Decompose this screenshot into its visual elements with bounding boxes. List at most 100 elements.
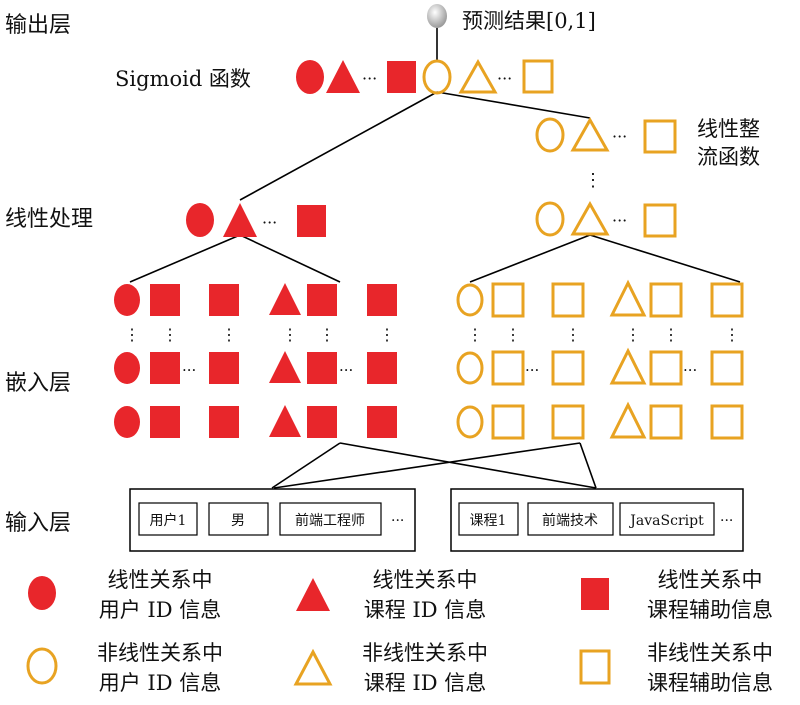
ellipsis: ···: [497, 69, 512, 88]
orange-square-node: [491, 282, 525, 318]
ellipsis: ···: [612, 127, 627, 146]
ellipsis: ···: [362, 69, 377, 88]
orange-circle-node: [535, 201, 565, 237]
orange-circle-node: [535, 117, 565, 153]
user-id-text: 用户1: [150, 512, 187, 529]
red-triangle-node: [269, 283, 301, 315]
prediction-label: 预测结果[0,1]: [462, 9, 596, 33]
course-input-group: 课程1 前端技术 JavaScript ···: [450, 488, 744, 552]
layer-label-embedding: 嵌入层: [5, 371, 71, 396]
sigmoid-label: Sigmoid 函数: [115, 67, 251, 91]
ellipsis: ···: [182, 361, 196, 379]
legend-text-line1: 非线性关系中: [647, 641, 773, 665]
red-circle-node: [296, 60, 324, 94]
legend-item-nonlinear-user: 非线性关系中 用户 ID 信息: [26, 641, 223, 695]
vertical-ellipsis: ⋮: [319, 325, 335, 344]
red-square-node: [209, 406, 239, 438]
orange-square-node: [649, 404, 683, 440]
red-square-node: [367, 352, 397, 384]
orange-square-node: [649, 282, 683, 318]
red-square-node: [367, 406, 397, 438]
connection-lines: [129, 28, 741, 489]
course-id-text: 课程1: [470, 513, 507, 529]
red-square-node: [307, 352, 337, 384]
course-more-text: ···: [720, 513, 733, 529]
orange-triangle-node: [609, 279, 647, 317]
legend-text-line2: 课程辅助信息: [647, 671, 773, 695]
orange-square-node: [551, 282, 585, 318]
red-circle-node: [114, 284, 140, 316]
red-triangle-node: [223, 203, 257, 237]
red-triangle-node: [269, 351, 301, 383]
user-job-text: 前端工程师: [295, 512, 365, 529]
red-square-node: [150, 352, 180, 384]
vertical-ellipsis: ⋮: [584, 170, 602, 191]
vertical-ellipsis: ⋮: [124, 325, 140, 344]
vertical-ellipsis: ⋮: [379, 325, 395, 344]
legend-item-nonlinear-course: 非线性关系中 课程 ID 信息: [293, 641, 488, 695]
red-square-node: [209, 284, 239, 316]
orange-circle-node: [456, 351, 484, 385]
user-input-group: 用户1 男 前端工程师 ···: [129, 488, 416, 552]
orange-circle-node: [456, 283, 484, 317]
red-square-node: [150, 406, 180, 438]
vertical-ellipsis: ⋮: [724, 325, 740, 344]
embedding-red-group: ······⋮⋮⋮⋮⋮⋮: [114, 283, 397, 438]
legend-text-line1: 非线性关系中: [362, 641, 488, 665]
embedding-orange-group: ······⋮⋮⋮⋮⋮⋮: [456, 279, 744, 440]
user-more-text: ···: [391, 513, 404, 529]
red-circle-node: [114, 352, 140, 384]
vertical-ellipsis: ⋮: [625, 325, 641, 344]
orange-square-node: [491, 350, 525, 386]
course-topic-text: 前端技术: [542, 512, 598, 529]
user-gender-text: 男: [231, 513, 245, 529]
vertical-ellipsis: ⋮: [467, 325, 483, 344]
orange-square-node: [643, 119, 677, 154]
legend-text-line2: 课程 ID 信息: [364, 671, 486, 695]
legend-red-triangle: [296, 578, 330, 611]
layer-label-output: 输出层: [5, 13, 71, 38]
red-square-node: [150, 284, 180, 316]
legend-red-square: [581, 578, 609, 610]
red-square-node: [209, 352, 239, 384]
ellipsis: ···: [525, 361, 539, 379]
red-triangle-node: [269, 405, 301, 437]
legend-text-line1: 线性关系中: [108, 568, 213, 592]
orange-square-node: [551, 404, 585, 440]
orange-square-node: [710, 350, 744, 386]
orange-square-node: [649, 350, 683, 386]
user-input-frame: [129, 488, 416, 552]
vertical-ellipsis: ⋮: [162, 325, 178, 344]
red-square-node: [307, 284, 337, 316]
legend-item-linear-course-aux: 线性关系中 课程辅助信息: [581, 568, 773, 622]
legend: 线性关系中 用户 ID 信息 线性关系中 课程 ID 信息 线性关系中 课程辅助…: [26, 568, 773, 695]
vertical-ellipsis: ⋮: [565, 325, 581, 344]
vertical-ellipsis: ⋮: [505, 325, 521, 344]
red-circle-node: [186, 203, 214, 237]
orange-triangle-node: [570, 116, 610, 152]
course-tag-text: JavaScript: [628, 513, 704, 529]
red-square-node: [367, 284, 397, 316]
user-id-box: [138, 502, 198, 536]
orange-triangle-node: [609, 347, 647, 385]
legend-item-nonlinear-course-aux: 非线性关系中 课程辅助信息: [579, 641, 773, 695]
vertical-ellipsis: ⋮: [282, 325, 298, 344]
relu-row-bottom: ···: [535, 200, 677, 238]
legend-text-line2: 课程辅助信息: [647, 598, 773, 622]
ellipsis: ···: [339, 361, 353, 379]
user-job-box: [279, 502, 382, 536]
legend-orange-triangle: [293, 648, 333, 686]
orange-triangle-node: [609, 401, 647, 439]
layer-label-input: 输入层: [5, 511, 71, 536]
red-square-node: [387, 61, 416, 93]
prediction-node: [427, 4, 447, 28]
course-tag-box: [619, 502, 715, 536]
orange-square-node: [643, 203, 677, 238]
legend-red-circle: [28, 576, 56, 610]
legend-text-line2: 用户 ID 信息: [99, 671, 221, 695]
ellipsis: ···: [612, 211, 627, 230]
vertical-ellipsis: ⋮: [663, 325, 679, 344]
orange-triangle-node: [570, 200, 610, 236]
layer-label-linear: 线性处理: [5, 207, 93, 232]
